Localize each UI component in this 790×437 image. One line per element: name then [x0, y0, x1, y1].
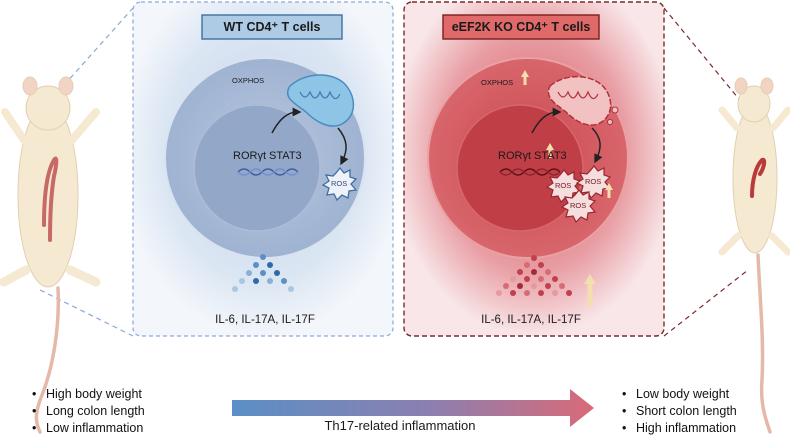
- ko-ros-label-1: ROS: [555, 181, 572, 190]
- ko-outcome-item: Short colon length: [620, 403, 737, 420]
- ko-mito-to-ros-arrow: [591, 127, 603, 164]
- wt-nucleus: [193, 104, 321, 232]
- wt-ros-label: ROS: [331, 179, 348, 188]
- ko-oxphos-label: OXPHOS: [481, 78, 514, 87]
- ko-ros-icons: [545, 165, 612, 224]
- ko-nucleus: [456, 104, 584, 232]
- wt-mouse-illustration: [0, 76, 101, 434]
- wt-outcome-list: High body weight Long colon length Low i…: [30, 386, 145, 437]
- arrow-label: Th17-related inflammation: [324, 418, 476, 433]
- wt-dna-icon: [237, 168, 299, 176]
- ko-nucleus-to-mito-arrow: [531, 107, 562, 134]
- ko-outcome-item: Low body weight: [620, 386, 737, 403]
- wt-tf-labels: RORγt STAT3: [233, 150, 302, 162]
- ko-cytokine-dots: [496, 255, 572, 296]
- ko-mouse-illustration: [718, 77, 790, 434]
- wt-panel-title: WT CD4⁺ T cells: [223, 20, 321, 34]
- ko-ros-label-2: ROS: [585, 177, 602, 186]
- ko-projection-lines: [663, 7, 749, 337]
- wt-cytokine-dots: [232, 254, 294, 292]
- wt-oxphos-label: OXPHOS: [232, 76, 265, 85]
- ko-ros-label-3: ROS: [570, 201, 587, 210]
- ko-panel-title: eEF2K KO CD4⁺ T cells: [451, 20, 591, 34]
- wt-mitochondrion-icon: [286, 74, 355, 127]
- ko-cytokine-label: IL-6, IL-17A, IL-17F: [481, 314, 581, 326]
- wt-outcome-item: High body weight: [30, 386, 145, 403]
- inflammation-gradient-arrow: [232, 389, 594, 427]
- wt-ros-icon: [321, 166, 358, 202]
- ko-dna-icon: [499, 168, 561, 176]
- wt-mito-to-ros-arrow: [337, 127, 349, 166]
- ko-panel: [403, 1, 665, 337]
- ko-panel-title-box: [442, 14, 600, 40]
- wt-nucleus-to-mito-arrow: [271, 107, 302, 134]
- ko-increase-arrows: [521, 70, 613, 306]
- ko-outcome-item: High inflammation: [620, 420, 737, 437]
- wt-outcome-item: Low inflammation: [30, 420, 145, 437]
- wt-outcome-item: Long colon length: [30, 403, 145, 420]
- ko-tf-labels: RORγt STAT3: [498, 150, 567, 162]
- wt-cytokine-label: IL-6, IL-17A, IL-17F: [215, 314, 315, 326]
- ko-mitochondrion-icon: [547, 75, 619, 126]
- wt-panel: [132, 1, 394, 337]
- ko-outcome-list: Low body weight Short colon length High …: [620, 386, 737, 437]
- wt-panel-title-box: [201, 14, 343, 40]
